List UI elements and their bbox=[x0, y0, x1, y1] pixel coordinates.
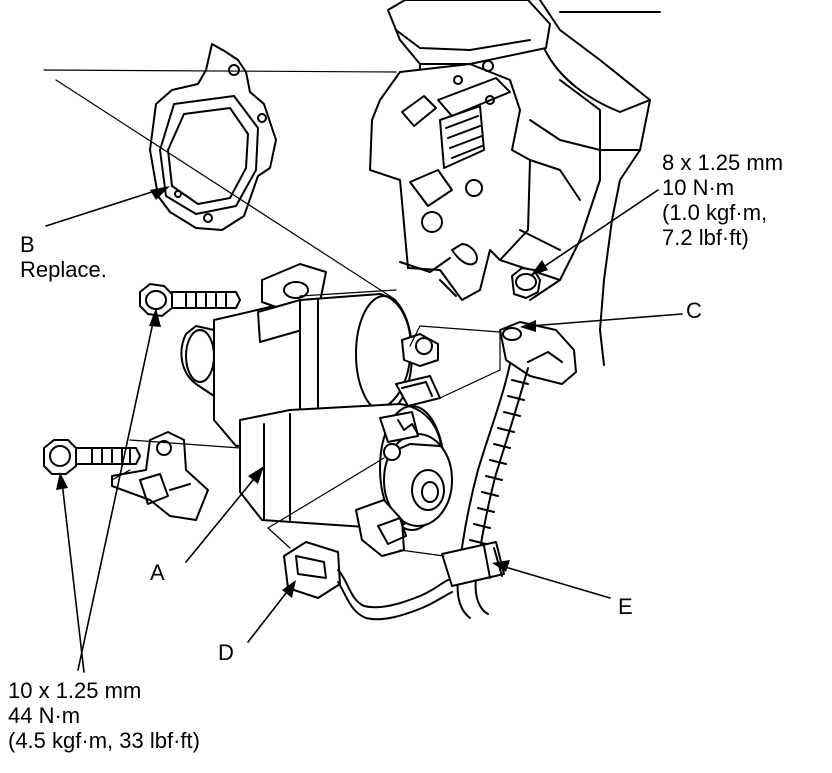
callout-d: D bbox=[218, 640, 234, 665]
callout-a: A bbox=[150, 560, 165, 585]
harness-bracket bbox=[112, 432, 208, 520]
reference-lines bbox=[44, 70, 500, 556]
gasket-b bbox=[150, 44, 276, 230]
callout-c: C bbox=[686, 298, 702, 323]
engine-block bbox=[370, 0, 550, 300]
nut-torque-nm: 10 N·m bbox=[662, 175, 735, 200]
mounting-bolt-upper bbox=[140, 284, 240, 316]
callout-e: E bbox=[618, 594, 633, 619]
starter-motor-a bbox=[181, 264, 452, 556]
terminal-nut bbox=[512, 268, 540, 298]
bolt-torque-nm: 44 N·m bbox=[8, 703, 81, 728]
mounting-bolt-lower bbox=[44, 440, 140, 474]
nut-torque-spec: 8 x 1.25 mm 10 N·m (1.0 kgf·m, 7.2 lbf·f… bbox=[662, 150, 783, 250]
callout-b: B Replace. bbox=[20, 232, 107, 282]
battery-cable-c bbox=[458, 322, 576, 618]
callout-leaders bbox=[46, 186, 682, 672]
nut-size: 8 x 1.25 mm bbox=[662, 150, 784, 175]
transmission-housing bbox=[500, 0, 660, 365]
connector-d bbox=[284, 542, 452, 619]
bolt-torque-spec: 10 x 1.25 mm 44 N·m (4.5 kgf·m, 33 lbf·f… bbox=[8, 678, 200, 753]
bolt-size: 10 x 1.25 mm bbox=[8, 678, 142, 703]
callout-b-letter: B bbox=[20, 232, 35, 257]
nut-torque-kgfm: (1.0 kgf·m, bbox=[662, 200, 768, 225]
callout-b-note: Replace. bbox=[20, 257, 107, 282]
bolt-torque-alt: (4.5 kgf·m, 33 lbf·ft) bbox=[8, 728, 200, 753]
nut-torque-lbfft: 7.2 lbf·ft) bbox=[662, 225, 749, 250]
